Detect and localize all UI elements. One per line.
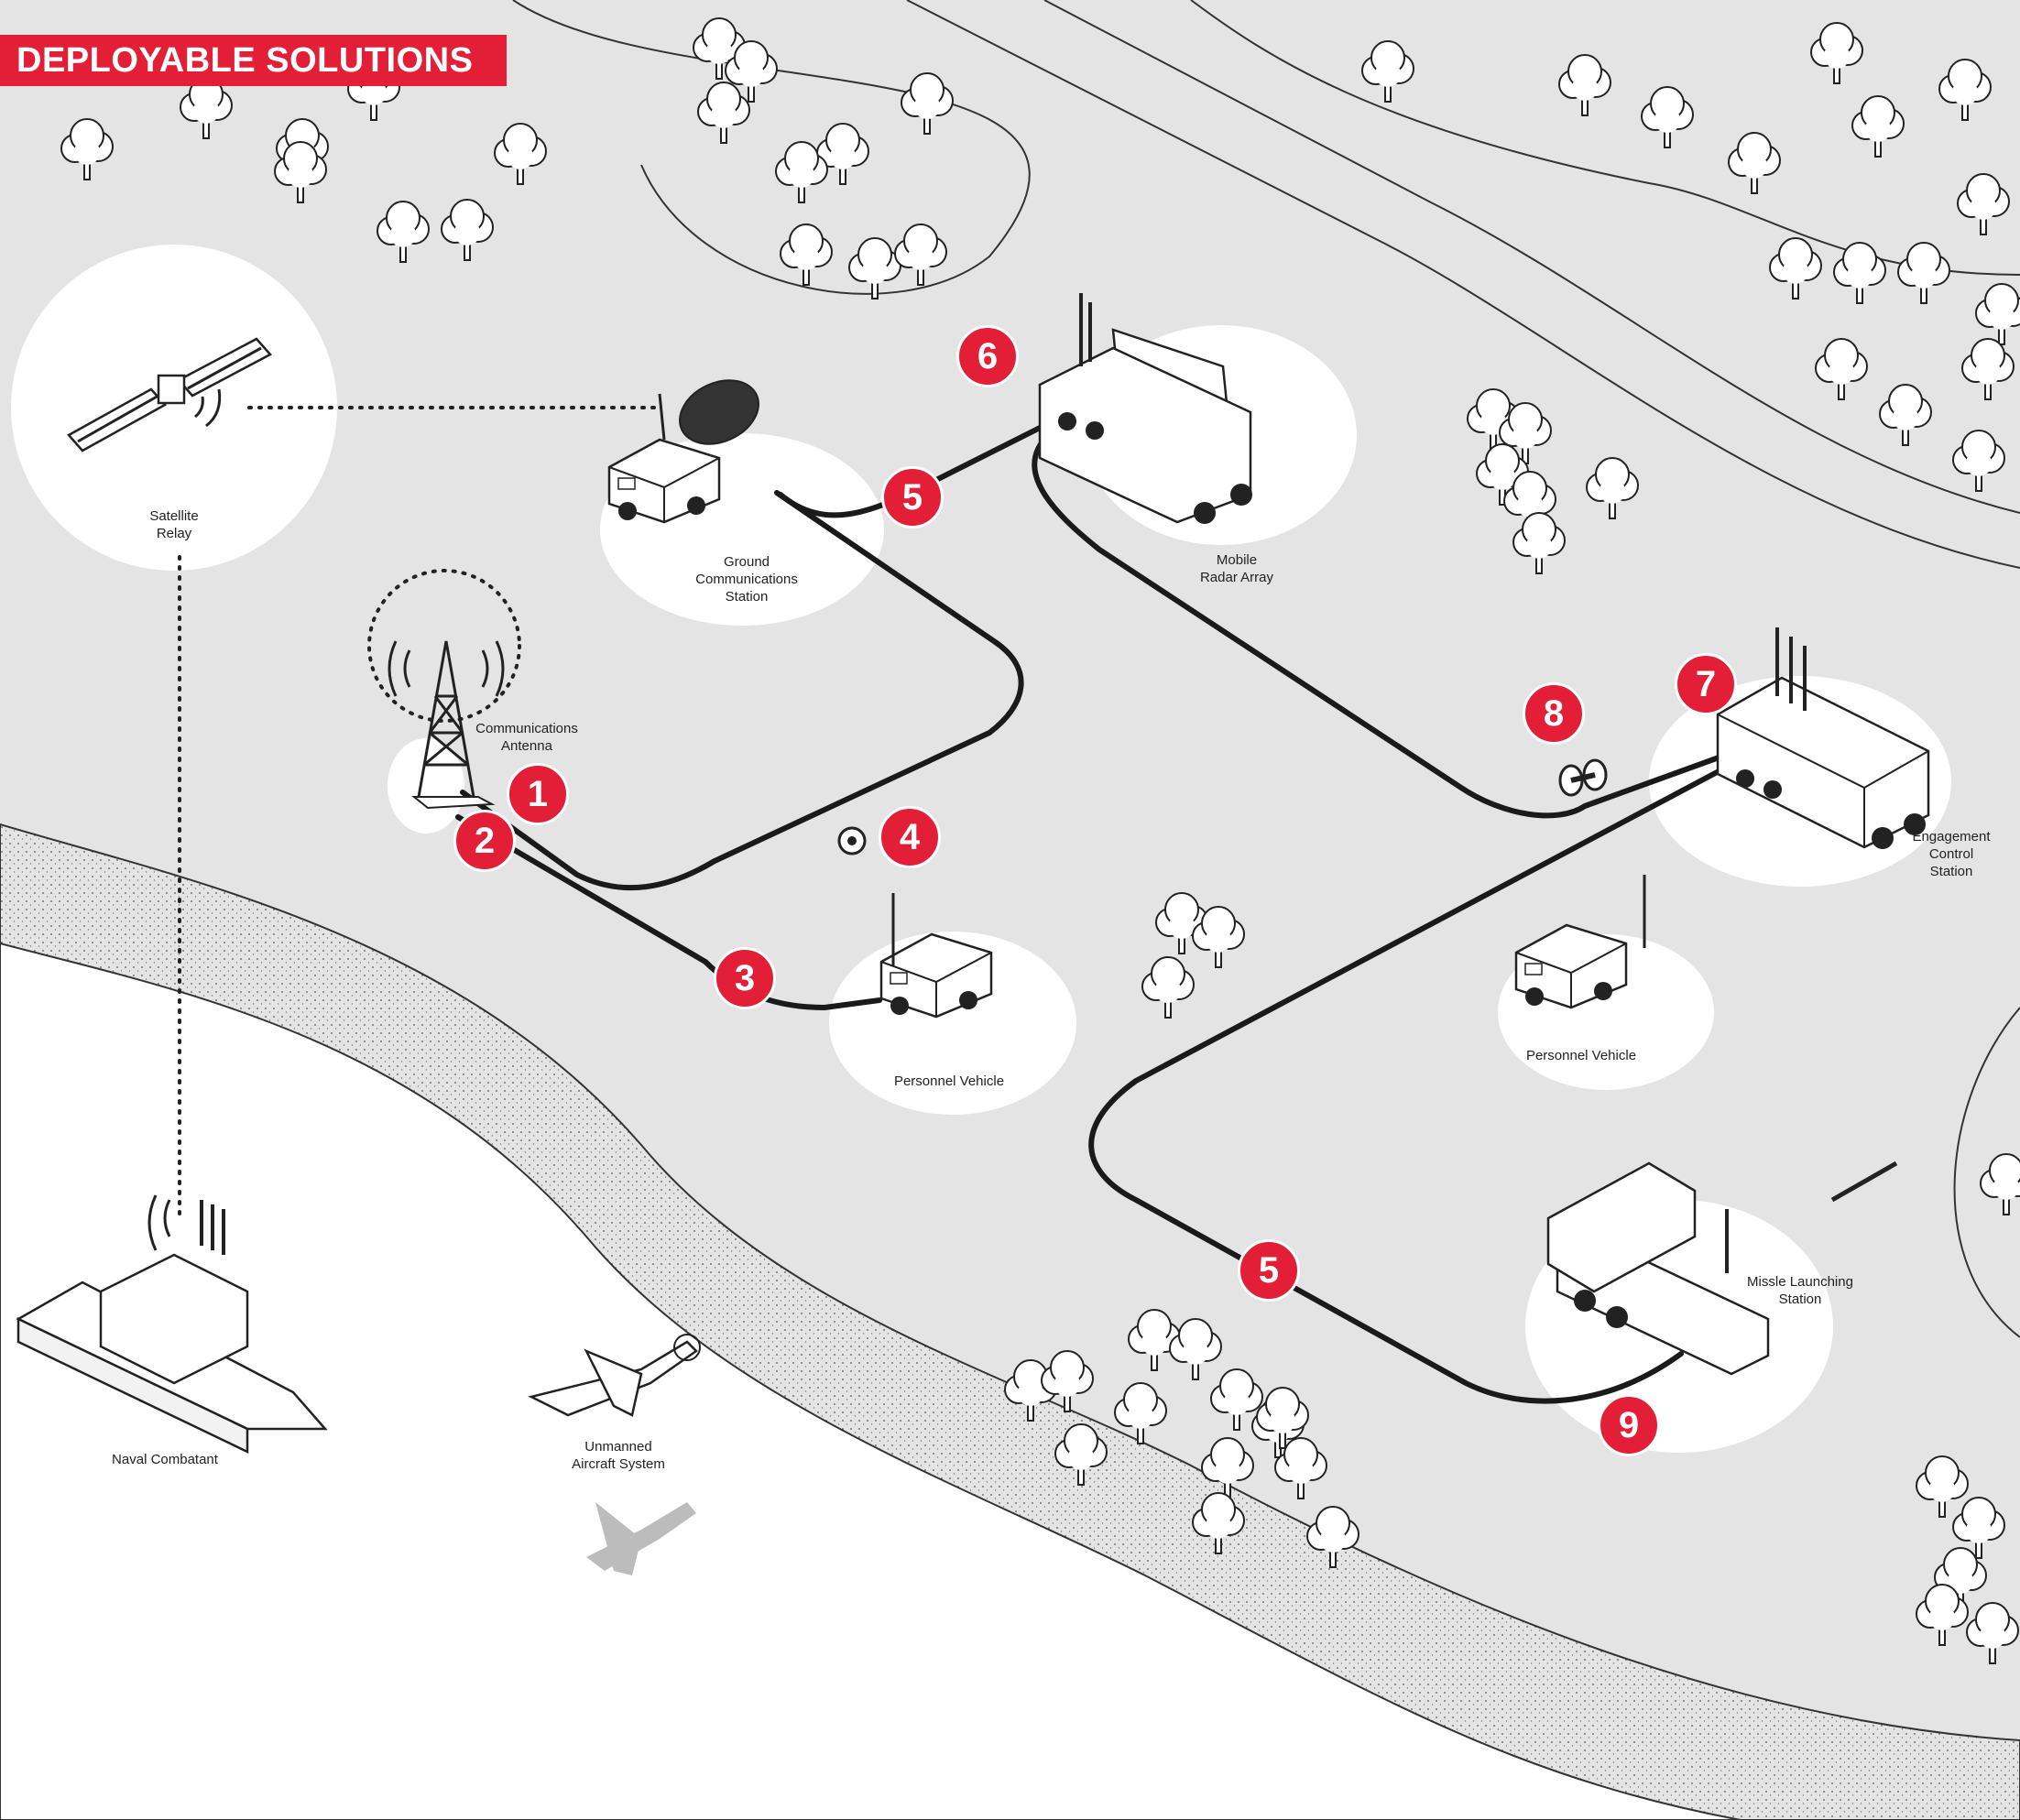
- personnel-vehicle-2-label: Personnel Vehicle: [1526, 1047, 1636, 1064]
- marker-5-upper[interactable]: 5: [881, 466, 944, 529]
- marker-9[interactable]: 9: [1598, 1394, 1660, 1456]
- marker-4[interactable]: 4: [879, 806, 941, 868]
- naval-combatant-label: Naval Combatant: [112, 1451, 218, 1468]
- page-title-banner: DEPLOYABLE SOLUTIONS: [0, 35, 507, 86]
- engagement-station-label: Engagement Control Station: [1912, 828, 1990, 880]
- comm-antenna-label: Communications Antenna: [475, 720, 578, 755]
- marker-5-lower[interactable]: 5: [1238, 1239, 1300, 1302]
- ground-station-label: Ground Communications Station: [695, 553, 798, 605]
- uas-label: Unmanned Aircraft System: [572, 1438, 665, 1473]
- radar-array-label: Mobile Radar Array: [1200, 551, 1273, 586]
- personnel-vehicle-1-label: Personnel Vehicle: [894, 1073, 1004, 1090]
- marker-1[interactable]: 1: [507, 763, 569, 825]
- marker-2[interactable]: 2: [453, 810, 516, 872]
- missile-station-label: Missle Launching Station: [1747, 1273, 1853, 1308]
- marker-6[interactable]: 6: [956, 325, 1019, 387]
- marker-8[interactable]: 8: [1523, 682, 1585, 745]
- satellite-relay-label: Satellite Relay: [149, 507, 198, 542]
- marker-7[interactable]: 7: [1675, 653, 1737, 715]
- cable-reel-4-icon: [839, 828, 865, 854]
- marker-3[interactable]: 3: [714, 947, 776, 1009]
